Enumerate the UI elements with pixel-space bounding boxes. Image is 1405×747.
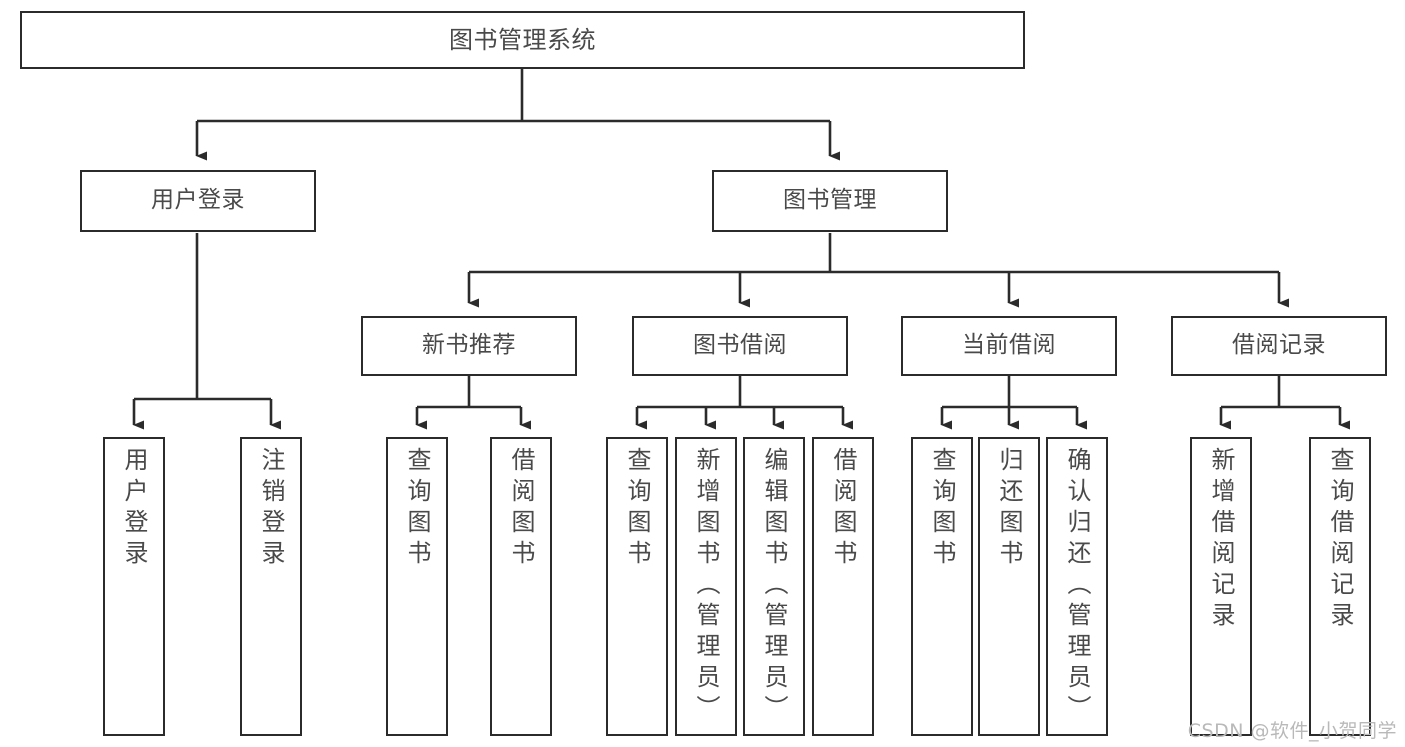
leaf-borrow-borrow-book[interactable]: 借阅图书 [812,437,874,736]
node-label: 新增借阅记录 [1207,447,1235,633]
leaf-record-query-record[interactable]: 查询借阅记录 [1309,437,1371,736]
node-label: 借阅图书 [829,447,857,571]
node-label: 图书管理系统 [449,25,596,54]
node-label: 新增图书（管理员） [692,447,720,726]
node-label: 查询图书 [403,447,431,571]
leaf-borrow-edit-book-admin[interactable]: 编辑图书（管理员） [743,437,805,736]
node-label: 借阅记录 [1232,332,1326,359]
watermark-text: CSDN @软件_小贺同学 [1187,720,1397,742]
node-current-borrow[interactable]: 当前借阅 [901,316,1117,376]
leaf-borrow-add-book-admin[interactable]: 新增图书（管理员） [675,437,737,736]
leaf-recommend-borrow-book[interactable]: 借阅图书 [490,437,552,736]
node-label: 编辑图书（管理员） [760,447,788,726]
node-book-management[interactable]: 图书管理 [712,170,948,232]
node-label: 新书推荐 [422,332,516,359]
node-new-book-recommend[interactable]: 新书推荐 [361,316,577,376]
leaf-current-query-book[interactable]: 查询图书 [911,437,973,736]
leaf-recommend-query-book[interactable]: 查询图书 [386,437,448,736]
node-label: 当前借阅 [962,332,1056,359]
leaf-user-login-signout[interactable]: 注销登录 [240,437,302,736]
leaf-record-add-record[interactable]: 新增借阅记录 [1190,437,1252,736]
leaf-current-return-book[interactable]: 归还图书 [978,437,1040,736]
leaf-user-login-signin[interactable]: 用户登录 [103,437,165,736]
node-label: 图书管理 [783,187,877,214]
node-label: 查询图书 [928,447,956,571]
node-user-login[interactable]: 用户登录 [80,170,316,232]
node-label: 确认归还（管理员） [1063,447,1091,726]
node-label: 归还图书 [995,447,1023,571]
node-label: 查询借阅记录 [1326,447,1354,633]
node-borrow-record[interactable]: 借阅记录 [1171,316,1387,376]
leaf-borrow-query-book[interactable]: 查询图书 [606,437,668,736]
leaf-current-confirm-return-admin[interactable]: 确认归还（管理员） [1046,437,1108,736]
node-book-borrow[interactable]: 图书借阅 [632,316,848,376]
node-label: 用户登录 [151,187,245,214]
node-label: 图书借阅 [693,332,787,359]
node-root-system[interactable]: 图书管理系统 [20,11,1025,69]
node-label: 用户登录 [120,447,148,571]
node-label: 查询图书 [623,447,651,571]
node-label: 注销登录 [257,447,285,571]
node-label: 借阅图书 [507,447,535,571]
